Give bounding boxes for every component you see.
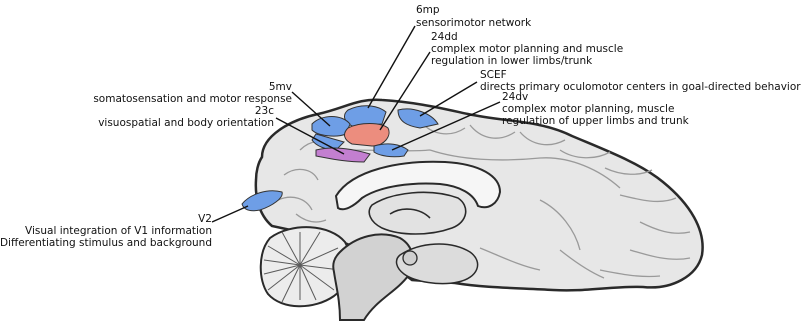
brainstem	[333, 234, 412, 320]
label-v2: V2 Visual integration of V1 information …	[0, 213, 212, 249]
leader-v2	[212, 206, 248, 222]
label-23c-desc: visuospatial and body orientation	[98, 117, 274, 129]
label-24dd-desc-line1: complex motor planning and muscle	[431, 43, 623, 55]
label-6mp-desc: sensorimotor network	[416, 17, 532, 29]
label-24dd-desc-line2: regulation in lower limbs/trunk	[431, 55, 593, 67]
leader-6mp	[368, 26, 415, 108]
label-24dv-desc-line2: regulation of upper limbs and trunk	[502, 115, 690, 127]
label-5mv-code: 5mv	[269, 81, 292, 93]
label-v2-desc-line2: Differentiating stimulus and background	[0, 237, 212, 249]
label-24dv: 24dv complex motor planning, muscle regu…	[502, 91, 690, 127]
label-v2-desc-line1: Visual integration of V1 information	[25, 225, 212, 237]
label-6mp: 6mp sensorimotor network	[416, 4, 532, 29]
label-5mv: 5mv somatosensation and motor response	[93, 81, 292, 105]
pituitary	[403, 251, 417, 265]
thalamus	[369, 192, 465, 234]
label-5mv-desc: somatosensation and motor response	[93, 93, 292, 105]
region-6mp	[345, 106, 386, 126]
label-23c: 23c visuospatial and body orientation	[98, 105, 274, 129]
label-scef: SCEF directs primary oculomotor centers …	[480, 69, 801, 93]
label-24dd-code: 24dd	[431, 31, 458, 43]
label-23c-code: 23c	[255, 105, 274, 117]
label-scef-code: SCEF	[480, 69, 507, 81]
label-24dd: 24dd complex motor planning and muscle r…	[431, 31, 623, 67]
label-24dv-code: 24dv	[502, 91, 528, 103]
label-24dv-desc-line1: complex motor planning, muscle	[502, 103, 674, 115]
label-6mp-code: 6mp	[416, 4, 440, 16]
label-v2-code: V2	[198, 213, 212, 225]
